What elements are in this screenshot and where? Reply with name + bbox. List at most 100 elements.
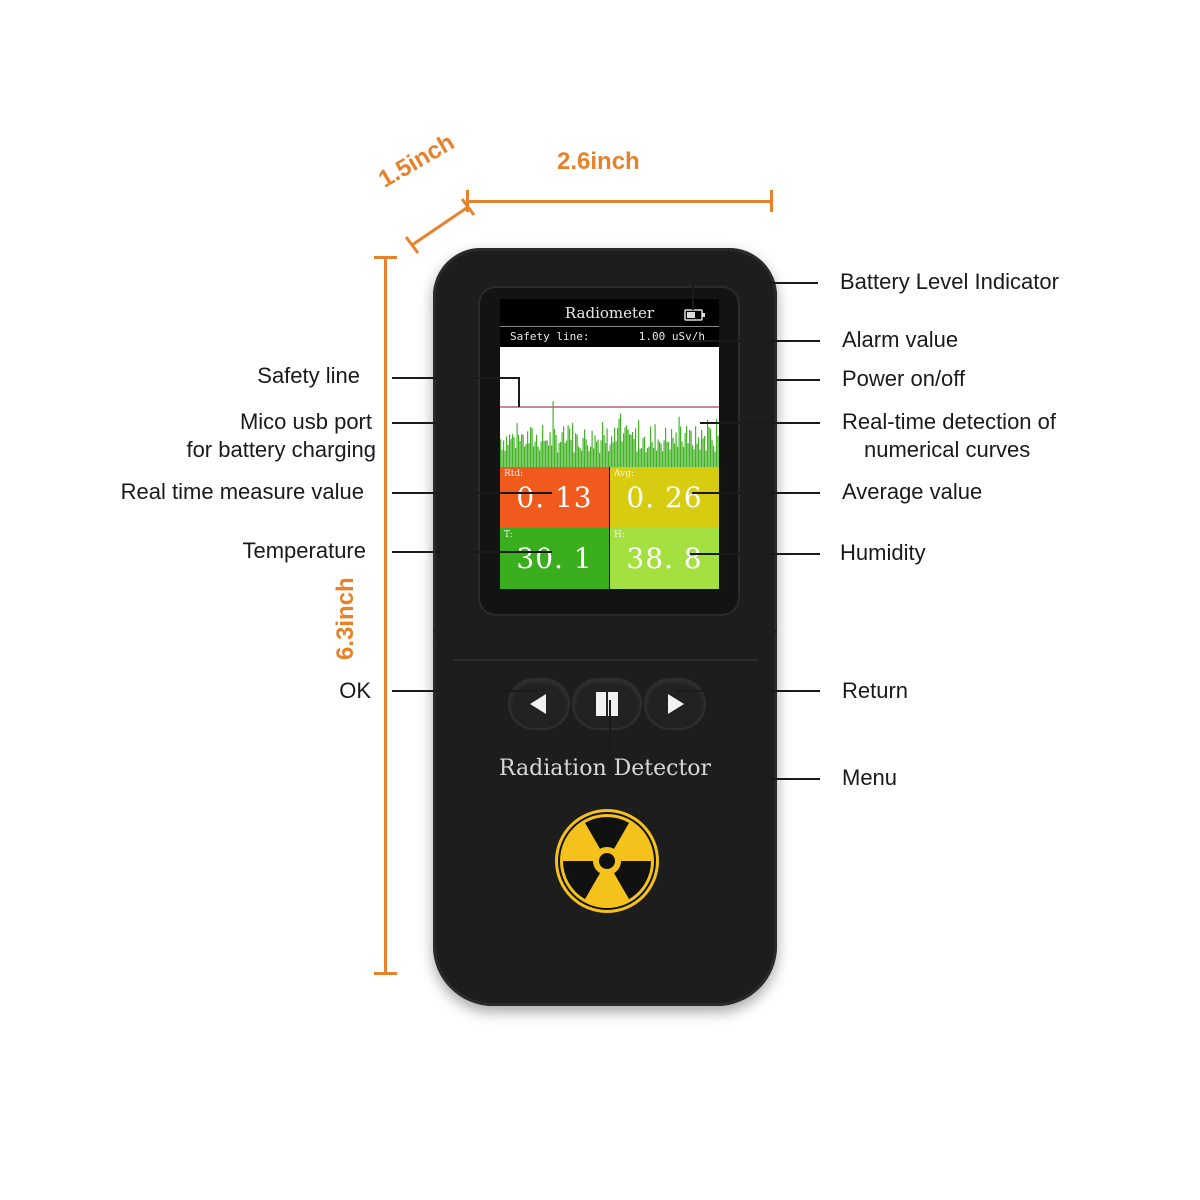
curve-bar	[704, 435, 706, 467]
menu-square-icon	[596, 692, 618, 716]
curve-bar	[521, 434, 523, 467]
curve-bar	[672, 437, 674, 467]
curve-bar	[543, 440, 545, 467]
radiation-blade	[614, 861, 651, 900]
leader-temperature	[392, 551, 552, 553]
leader-ok	[392, 690, 538, 692]
curve-bar	[566, 440, 568, 467]
curve-bar	[588, 451, 590, 467]
curve-bar	[533, 446, 535, 467]
leader-alarm	[688, 340, 820, 342]
curve-bar	[674, 443, 676, 467]
height-dimension-label: 6.3inch	[332, 573, 360, 664]
curve-bar	[599, 452, 601, 467]
curve-bar	[602, 422, 604, 467]
curve-bar	[647, 447, 649, 467]
curve-bar	[605, 442, 607, 467]
curve-bar	[551, 445, 553, 467]
leader-humidity	[690, 553, 820, 555]
tile-average-label: Avg:	[614, 469, 635, 479]
curve-bar	[696, 443, 698, 467]
curve-bar	[648, 446, 650, 467]
curve-bar	[630, 434, 632, 467]
curve-bar	[515, 448, 517, 467]
curve-bar	[662, 451, 664, 467]
curve-bar	[536, 434, 538, 467]
curve-bar	[500, 439, 502, 467]
curve-svg	[500, 401, 719, 467]
curve-bar	[671, 429, 673, 467]
label-realtime-value: Real time measure value	[120, 479, 364, 504]
tile-realtime-value: 0. 13	[516, 481, 593, 514]
curve-bar	[582, 437, 584, 467]
curve-bar	[606, 428, 608, 467]
curve-bar	[681, 441, 683, 467]
curve-bar	[708, 427, 710, 467]
width-dimension-label: 2.6inch	[557, 148, 640, 175]
curve-bar	[600, 440, 602, 467]
curve-bar	[659, 441, 661, 467]
curve-bar	[668, 442, 670, 467]
curve-bar	[594, 435, 596, 467]
curve-bar	[540, 441, 542, 467]
curve-bar	[684, 432, 686, 467]
height-dimension-tick-bottom	[374, 972, 397, 975]
leader-menu-rise	[609, 700, 611, 780]
curve-bar	[644, 436, 646, 467]
curve-bar	[699, 449, 701, 467]
display-screen: Radiometer Safety line: 1.00 uSv/h Rtd: …	[500, 299, 719, 589]
curve-bar	[621, 441, 623, 467]
curve-bar	[585, 439, 587, 467]
width-dimension-tick-left	[466, 190, 469, 212]
tile-temperature-label: T:	[504, 530, 513, 540]
height-dimension-line	[384, 258, 387, 974]
curve-bar	[620, 413, 622, 467]
curve-bar	[611, 436, 613, 467]
curve-bar	[627, 429, 629, 467]
tile-average-value: 0. 26	[626, 481, 703, 514]
label-alarm: Alarm value	[842, 327, 959, 352]
curve-bar	[707, 419, 709, 467]
curve-bar	[660, 443, 662, 467]
curve-bar	[591, 430, 593, 467]
tile-temperature-value: 30. 1	[516, 542, 593, 575]
curve-bar	[560, 441, 562, 467]
curve-bar	[555, 435, 557, 467]
depth-dimension-label: 1.5inch	[374, 128, 460, 194]
curve-bar	[617, 427, 619, 467]
curve-bar	[573, 452, 575, 467]
curve-bar	[633, 438, 635, 467]
curve-bar	[569, 428, 571, 467]
label-return: Return	[842, 678, 909, 703]
curve-bar	[717, 435, 719, 467]
tile-humidity-label: H:	[614, 530, 625, 540]
return-right-button[interactable]	[646, 680, 704, 728]
curve-bar	[539, 450, 541, 467]
curve-bar	[519, 441, 521, 467]
curve-bar	[525, 443, 527, 467]
curve-bar	[545, 440, 547, 467]
arrow-left-icon	[530, 694, 546, 714]
curve-bar	[695, 426, 697, 467]
curve-bar	[626, 425, 628, 467]
curve-bar	[561, 432, 563, 467]
leader-power	[776, 379, 820, 381]
curve-bar	[590, 446, 592, 467]
curve-bar	[597, 439, 599, 467]
curve-bar	[716, 418, 718, 467]
ok-left-button[interactable]	[510, 680, 568, 728]
curve-bar	[690, 430, 692, 467]
radiation-symbol-icon	[555, 809, 659, 913]
screen-title: Radiometer	[564, 304, 655, 322]
curve-bar	[650, 426, 652, 467]
tile-average: Avg: 0. 26	[610, 467, 719, 528]
curve-bar	[654, 424, 656, 467]
safety-line-label: Safety line:	[510, 330, 590, 343]
curve-bar	[656, 450, 658, 467]
curve-bar	[596, 441, 598, 467]
tile-humidity: H: 38. 8	[610, 528, 719, 589]
leader-battery-drop	[692, 282, 694, 310]
menu-button[interactable]	[574, 680, 640, 728]
curve-bar	[570, 439, 572, 467]
curve-bar	[629, 434, 631, 467]
